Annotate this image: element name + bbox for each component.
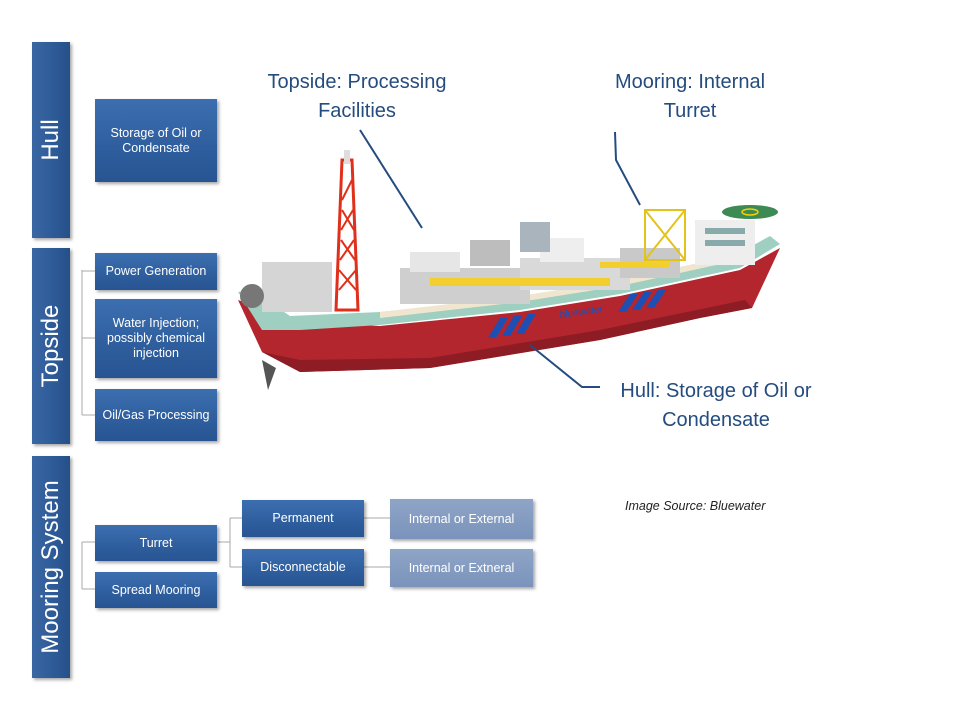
power-generation-box: Power Generation	[95, 253, 217, 290]
ship-hull-stripes	[488, 290, 666, 338]
permanent-option-box: Internal or External	[390, 499, 533, 539]
hull-callout-text: Hull: Storage of Oil or Condensate	[620, 380, 812, 431]
topside-modules	[400, 222, 680, 304]
hull-storage-box: Storage of Oil or Condensate	[95, 99, 217, 182]
turret-box: Turret	[95, 525, 217, 561]
ship-hull	[238, 248, 780, 372]
mooring-callout: Mooring: Internal Turret	[604, 68, 776, 126]
spread-mooring-box: Spread Mooring	[95, 572, 217, 608]
water-injection-label: Water Injection; possibly chemical injec…	[107, 316, 205, 360]
turret-structure	[644, 209, 686, 261]
mooring-category-bar: Mooring System	[32, 456, 70, 678]
oil-gas-processing-label: Oil/Gas Processing	[102, 407, 210, 422]
image-source-caption: Image Source: Bluewater	[625, 499, 766, 513]
disconnectable-label: Disconnectable	[260, 560, 346, 574]
topside-callout-text: Topside: Processing Facilities	[267, 71, 447, 122]
hull-category-bar: Hull	[32, 42, 70, 238]
disconnectable-box: Disconnectable	[242, 549, 364, 586]
turret-label: Turret	[139, 535, 173, 550]
power-generation-label: Power Generation	[105, 264, 207, 278]
disconnectable-option-label: Internal or Extneral	[408, 560, 515, 575]
topside-category-bar: Topside	[32, 248, 70, 444]
mooring-callout-text: Mooring: Internal Turret	[614, 71, 766, 122]
hull-callout: Hull: Storage of Oil or Condensate	[610, 377, 822, 435]
hull-callout-line	[529, 344, 600, 388]
spread-mooring-label: Spread Mooring	[111, 582, 201, 597]
helideck	[722, 205, 778, 219]
aft-structure	[262, 262, 332, 312]
permanent-option-label: Internal or External	[408, 511, 515, 526]
permanent-label: Permanent	[272, 511, 334, 525]
oil-gas-processing-box: Oil/Gas Processing	[95, 389, 217, 441]
water-injection-box: Water Injection; possibly chemical injec…	[95, 299, 217, 378]
flare-tower	[334, 150, 360, 312]
bow-accommodation	[695, 205, 778, 265]
permanent-box: Permanent	[242, 500, 364, 537]
ship-deck-band	[238, 236, 780, 330]
topside-callout-line	[359, 129, 423, 229]
disconnectable-option-box: Internal or Extneral	[390, 549, 533, 587]
topside-callout: Topside: Processing Facilities	[244, 68, 470, 126]
hull-storage-label: Storage of Oil or Condensate	[110, 125, 202, 155]
mooring-callout-line	[614, 131, 641, 206]
